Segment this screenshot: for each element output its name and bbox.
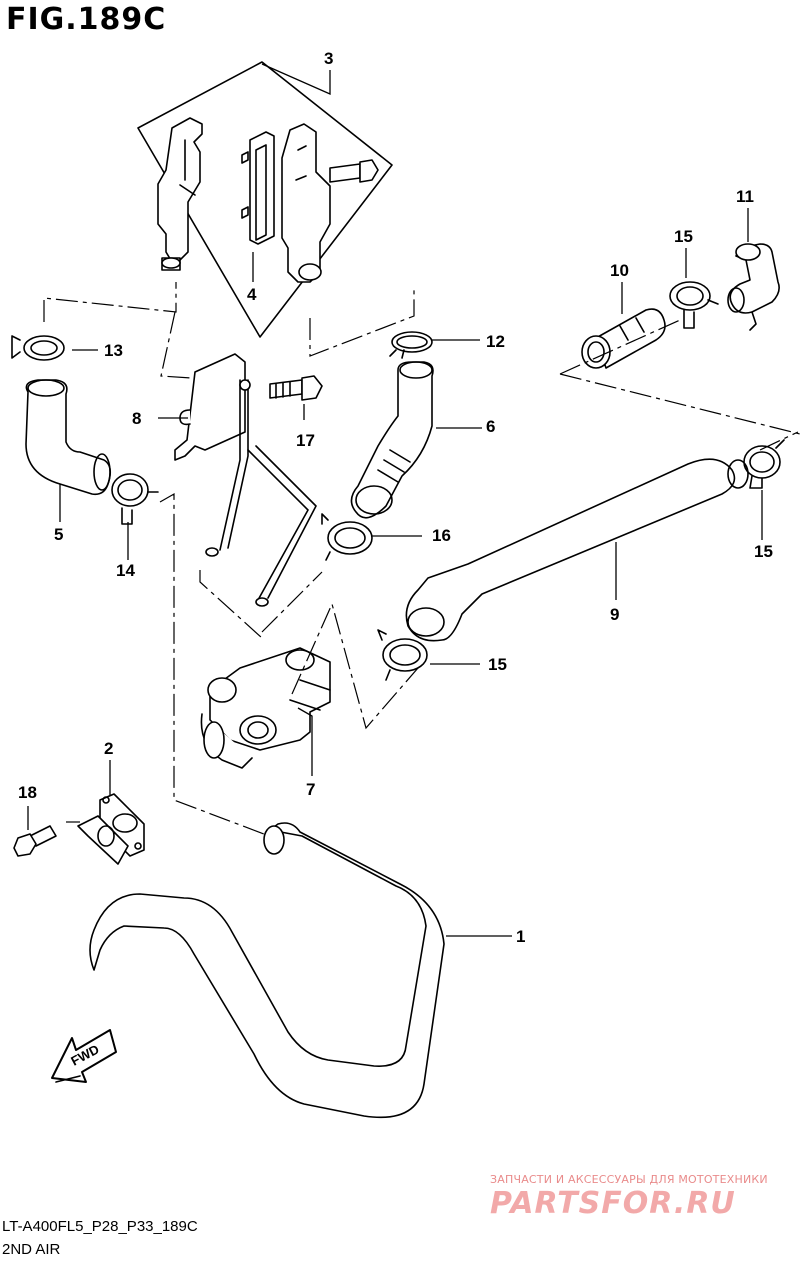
- part-12-circlip: [389, 331, 433, 359]
- part-13-clamp: [11, 335, 65, 361]
- callout-2: 2: [104, 739, 113, 758]
- part-5-elbow-hose: [25, 379, 112, 496]
- part-15-clamp-right: [743, 439, 785, 489]
- part-10-connector: [581, 308, 666, 369]
- phantom-lines: [43, 282, 800, 835]
- part-18-bolt: [13, 825, 57, 857]
- footer-model-code: LT-A400FL5_P28_P33_189C: [2, 1218, 198, 1235]
- callout-3: 3: [324, 49, 333, 68]
- callout-11: 11: [736, 187, 754, 206]
- part-15-clamp-upper: [669, 281, 719, 329]
- callout-15-upper: 15: [674, 227, 693, 246]
- part-6-hose: [350, 361, 434, 519]
- figure-title: FIG.189C: [6, 2, 167, 37]
- part-14-clamp: [111, 473, 159, 525]
- callouts: 3 4 13 8 17 12 10 15 11 6 16 15 9 15 7 5…: [18, 49, 773, 1069]
- part-7-air-valve: [200, 647, 331, 769]
- callout-15-right: 15: [754, 542, 773, 561]
- footer-section: 2ND AIR: [2, 1241, 61, 1258]
- callout-12: 12: [486, 332, 505, 351]
- part-9-hose: [405, 458, 749, 642]
- fwd-arrow: [51, 1029, 117, 1083]
- callout-5: 5: [54, 525, 63, 544]
- callout-8: 8: [132, 409, 141, 428]
- watermark-logo: PARTSFOR.RU: [490, 1186, 736, 1221]
- callout-1: 1: [516, 927, 525, 946]
- part-16-clamp: [321, 513, 373, 561]
- callout-16: 16: [432, 526, 451, 545]
- callout-9: 9: [610, 605, 619, 624]
- part-bolt-box: [329, 159, 379, 183]
- watermark-tagline: ЗАПЧАСТИ И АКСЕССУАРЫ ДЛЯ МОТОТЕХНИКИ: [490, 1173, 768, 1186]
- callout-17: 17: [296, 431, 315, 450]
- part-17-bolt: [269, 375, 323, 401]
- callout-10: 10: [610, 261, 629, 280]
- part-8-bracket: [174, 353, 317, 607]
- leader-lines: [27, 63, 763, 937]
- callout-4: 4: [247, 285, 257, 304]
- part-3-valve-assembly: [137, 61, 393, 338]
- part-11-elbow: [727, 243, 780, 331]
- part-1-pipe: [77, 815, 445, 1119]
- part-15-clamp-middle: [377, 629, 428, 681]
- callout-14: 14: [116, 561, 135, 580]
- callout-7: 7: [306, 780, 315, 799]
- callout-15-middle: 15: [488, 655, 507, 674]
- callout-18: 18: [18, 783, 37, 802]
- callout-13: 13: [104, 341, 123, 360]
- callout-6: 6: [486, 417, 495, 436]
